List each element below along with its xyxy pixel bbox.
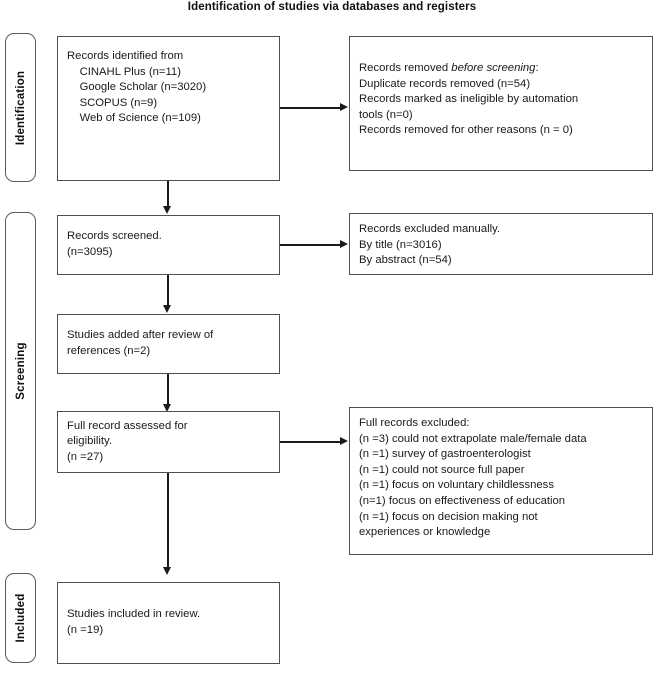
box-studies-added-text: Studies added after review of references… [67, 329, 214, 357]
box-studies-included-text: Studies included in review. (n =19) [67, 608, 201, 636]
arrowhead-studies-added-to-full-record [163, 404, 171, 412]
connector-full-record-to-excluded [280, 441, 340, 443]
arrowhead-screened-to-excluded [340, 240, 348, 248]
box-records-identified-text: Records identified from CINAHL Plus (n=1… [67, 50, 207, 125]
connector-full-record-to-included [167, 473, 169, 568]
box-records-removed-before-screening-text: Records removed before screening: Duplic… [350, 61, 587, 139]
box-studies-added: Studies added after review of references… [57, 314, 280, 374]
records-removed-heading-plain: Records removed [359, 62, 452, 74]
box-records-screened: Records screened. (n=3095) [57, 215, 280, 275]
stage-tab-identification-label: Identification [14, 70, 27, 145]
connector-identified-to-removed [280, 107, 340, 109]
box-records-excluded-manually: Records excluded manually. By title (n=3… [349, 213, 653, 275]
box-records-removed-before-screening: Records removed before screening: Duplic… [349, 36, 653, 171]
stage-tab-screening: Screening [5, 212, 36, 530]
arrowhead-full-record-to-excluded [340, 437, 348, 445]
records-removed-heading-italic: before screening [451, 62, 536, 74]
connector-identified-to-screened [167, 181, 169, 207]
arrowhead-full-record-to-included [163, 567, 171, 575]
records-removed-heading-tail: : [535, 62, 539, 74]
box-full-records-excluded-text: Full records excluded: (n =3) could not … [359, 417, 587, 539]
records-removed-body: Duplicate records removed (n=54) Records… [359, 77, 579, 137]
arrowhead-identified-to-screened [163, 206, 171, 214]
box-full-records-excluded: Full records excluded: (n =3) could not … [349, 407, 653, 555]
connector-studies-added-to-full-record [167, 374, 169, 405]
box-records-identified: Records identified from CINAHL Plus (n=1… [57, 36, 280, 181]
connector-screened-to-studies-added [167, 275, 169, 306]
page-title: Identification of studies via databases … [187, 1, 477, 13]
arrowhead-identified-to-removed [340, 103, 348, 111]
stage-tab-identification: Identification [5, 33, 36, 182]
stage-tab-screening-label: Screening [14, 342, 27, 400]
box-full-record-assessed: Full record assessed for eligibility. (n… [57, 411, 280, 473]
box-studies-included: Studies included in review. (n =19) [57, 582, 280, 664]
stage-tab-included-label: Included [14, 593, 27, 643]
box-records-screened-text: Records screened. (n=3095) [67, 230, 162, 258]
stage-tab-included: Included [5, 573, 36, 663]
connector-screened-to-excluded [280, 244, 340, 246]
arrowhead-screened-to-studies-added [163, 305, 171, 313]
box-records-excluded-manually-text: Records excluded manually. By title (n=3… [359, 223, 501, 267]
box-full-record-assessed-text: Full record assessed for eligibility. (n… [67, 419, 188, 463]
